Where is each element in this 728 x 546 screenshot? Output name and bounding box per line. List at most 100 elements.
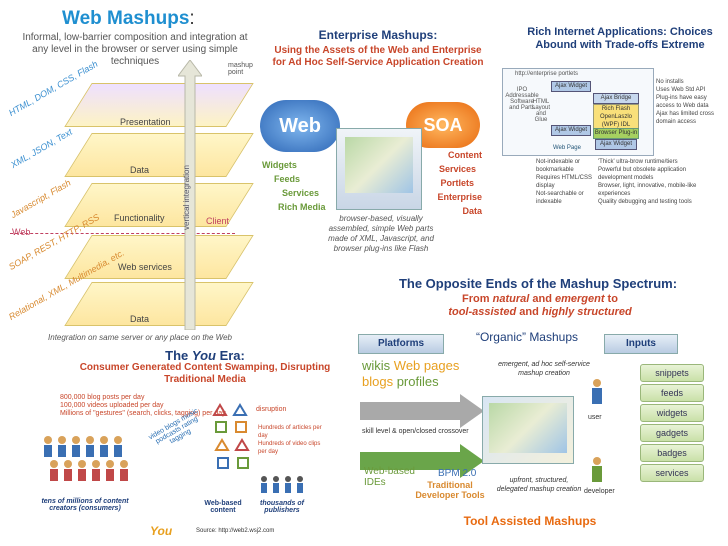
- enterprise-title: Enterprise Mashups:: [318, 28, 438, 42]
- you-era-bullet: 100,000 videos uploaded per day: [60, 402, 164, 409]
- mashup-screenshot: [482, 396, 574, 464]
- ria-title: Rich Internet Applications: Choices Abou…: [527, 26, 713, 51]
- web-mashups-caption: Integration on same server or any place …: [48, 333, 232, 342]
- you-label: You: [150, 524, 173, 538]
- layer-label: Data: [130, 314, 150, 324]
- map-thumbnail: [345, 137, 413, 193]
- ria-box: Ajax Bridge: [593, 93, 639, 104]
- ria-box: Web Page: [553, 145, 581, 151]
- web-item: Widgets: [262, 160, 297, 170]
- content-shapes: [212, 403, 250, 469]
- ria-side-label: HTML Layout and Glue: [531, 99, 550, 123]
- user-label: user: [588, 414, 602, 421]
- input-services: services: [640, 464, 704, 482]
- you-era-subtitle: Consumer Generated Content Swamping, Dis…: [79, 362, 331, 385]
- enterprise-subtitle: Using the Assets of the Web and Enterpri…: [272, 45, 484, 68]
- platform-tags-top: wikis Web pages: [362, 358, 459, 373]
- web-ides-label: Web-based IDEs: [364, 466, 415, 488]
- ria-note: Ajax has limited cross domain access: [656, 111, 715, 125]
- blogs-label: blogs: [362, 374, 394, 389]
- ria-box: Browser Plug-in: [593, 128, 639, 139]
- ria-note: Not-searchable or indexable: [536, 191, 584, 205]
- layer-data-top: [64, 133, 254, 177]
- profiles-label: profiles: [396, 374, 439, 389]
- you-era-bullet: Millions of "gestures" (search, clicks, …: [60, 410, 226, 417]
- platforms-header: Platforms: [358, 334, 444, 354]
- consumer-crowd: [40, 430, 140, 492]
- vertical-integration-arrow: [178, 60, 202, 330]
- source-label: Source: http://web2.wsj2.com: [196, 528, 275, 534]
- mashup-map: [489, 403, 567, 453]
- tool-assisted-label: Tool Assisted Mashups: [463, 514, 597, 528]
- ria-box: Ajax Widget: [551, 81, 591, 92]
- web-label: Web: [12, 227, 31, 237]
- mashup-point-label: mashup point: [228, 62, 253, 76]
- web-item: Feeds: [274, 174, 301, 184]
- ria-note: Plug-ins have easy access to Web data: [656, 95, 709, 109]
- ria-note: Requires HTML/CSS display: [536, 175, 593, 189]
- input-feeds: feeds: [640, 384, 704, 402]
- left-caption: tens of millions of content creators (co…: [41, 498, 129, 512]
- ria-note: Browser, light, innovative, mobile-like …: [598, 183, 697, 197]
- soa-item: Enterprise Data: [437, 192, 482, 216]
- web-divider: [10, 233, 235, 234]
- tilted-label: XML, JSON, Text: [9, 126, 74, 170]
- traditional-tools-label: Traditional Developer Tools: [415, 480, 485, 500]
- platform-tags-bottom: blogs profiles: [362, 374, 439, 389]
- layer-data-bottom: [64, 282, 254, 326]
- you-era-right-bullets: Hundreds of articles per day Hundreds of…: [258, 424, 326, 456]
- you-era-title: The You Era:: [165, 348, 245, 363]
- soa-item: Content: [448, 150, 482, 160]
- enterprise-screenshot: [336, 128, 422, 210]
- ria-note: Quality debugging and testing tools: [598, 199, 692, 205]
- developer-figure: [590, 456, 604, 484]
- soa-item: Portlets: [440, 178, 474, 188]
- arrow-top: [360, 394, 484, 428]
- upfront-note: upfront, structured, delegated mashup cr…: [496, 477, 582, 493]
- wikis-label: wikis: [362, 358, 391, 373]
- soa-item: Services: [438, 164, 476, 174]
- ria-note: Not-indexable or bookmarkable: [536, 159, 581, 173]
- ria-note: No installs: [656, 79, 684, 85]
- web-mashups-title: Web Mashups:: [62, 8, 195, 29]
- ria-box: Ajax Widget: [551, 125, 591, 136]
- publishers-group: [258, 474, 308, 496]
- client-label: Client: [206, 216, 230, 226]
- spectrum-title: The Opposite Ends of the Mashup Spectrum…: [398, 276, 678, 291]
- ria-box: Ajax Widget: [595, 139, 637, 150]
- ria-note: Uses Web Std API: [656, 87, 706, 93]
- disruption-label: disruption: [256, 406, 287, 413]
- input-snippets: snippets: [640, 364, 704, 382]
- layer-label: Data: [130, 165, 150, 175]
- ria-url: http://enterprise portlets: [515, 71, 579, 77]
- web-mashups-subtitle: Informal, low-barrier composition and in…: [22, 32, 248, 67]
- spectrum-subtitle: From natural and emergent to tool-assist…: [448, 293, 632, 318]
- emergent-note: emergent, ad hoc self-service mashup cre…: [498, 361, 590, 377]
- layer-label: Presentation: [120, 117, 171, 127]
- tilted-label: Javascript, Flash: [9, 177, 73, 220]
- layer-label: Functionality: [114, 213, 165, 223]
- skill-crossover: skill level & open/closed crossover: [362, 428, 469, 435]
- right-caption: thousands of publishers: [260, 500, 304, 514]
- developer-label: developer: [584, 488, 615, 495]
- ria-note: 'Thick' ultra-brow runtime/tiers: [598, 159, 678, 165]
- enterprise-caption: browser-based, visually assembled, simpl…: [328, 214, 434, 253]
- web-items: Widgets Feeds Services Rich Media: [262, 158, 326, 214]
- ria-note: Powerful but obsolete application develo…: [598, 167, 687, 181]
- ria-right-notes: No installs Uses Web Std API Plug-ins ha…: [656, 78, 716, 126]
- ria-bottom-right: 'Thick' ultra-brow runtime/tiers Powerfu…: [598, 158, 704, 206]
- input-gadgets: gadgets: [640, 424, 704, 442]
- ria-side-label: IPO Addressable Software and Parts: [505, 87, 539, 111]
- ria-bottom-left: Not-indexable or bookmarkable Requires H…: [536, 158, 594, 206]
- organic-header: “Organic” Mashups: [475, 330, 579, 344]
- ria-box: Rich Flash OpenLaszlo (WPF) IDL: [593, 104, 639, 130]
- you-era-right-bullet: Hundreds of video clips per day: [258, 441, 321, 455]
- you-era-right-bullet: Hundreds of articles per day: [258, 425, 322, 439]
- layer-label: Web services: [118, 262, 172, 272]
- vertical-integration-label: vertical integration: [182, 165, 191, 230]
- you-era-bullets: 800,000 blog posts per day 100,000 video…: [60, 394, 230, 418]
- you-era-bullet: 800,000 blog posts per day: [60, 394, 145, 401]
- inputs-header: Inputs: [604, 334, 678, 354]
- bpm-label: BPM 2.0: [438, 468, 477, 479]
- web-cloud: Web: [260, 100, 340, 152]
